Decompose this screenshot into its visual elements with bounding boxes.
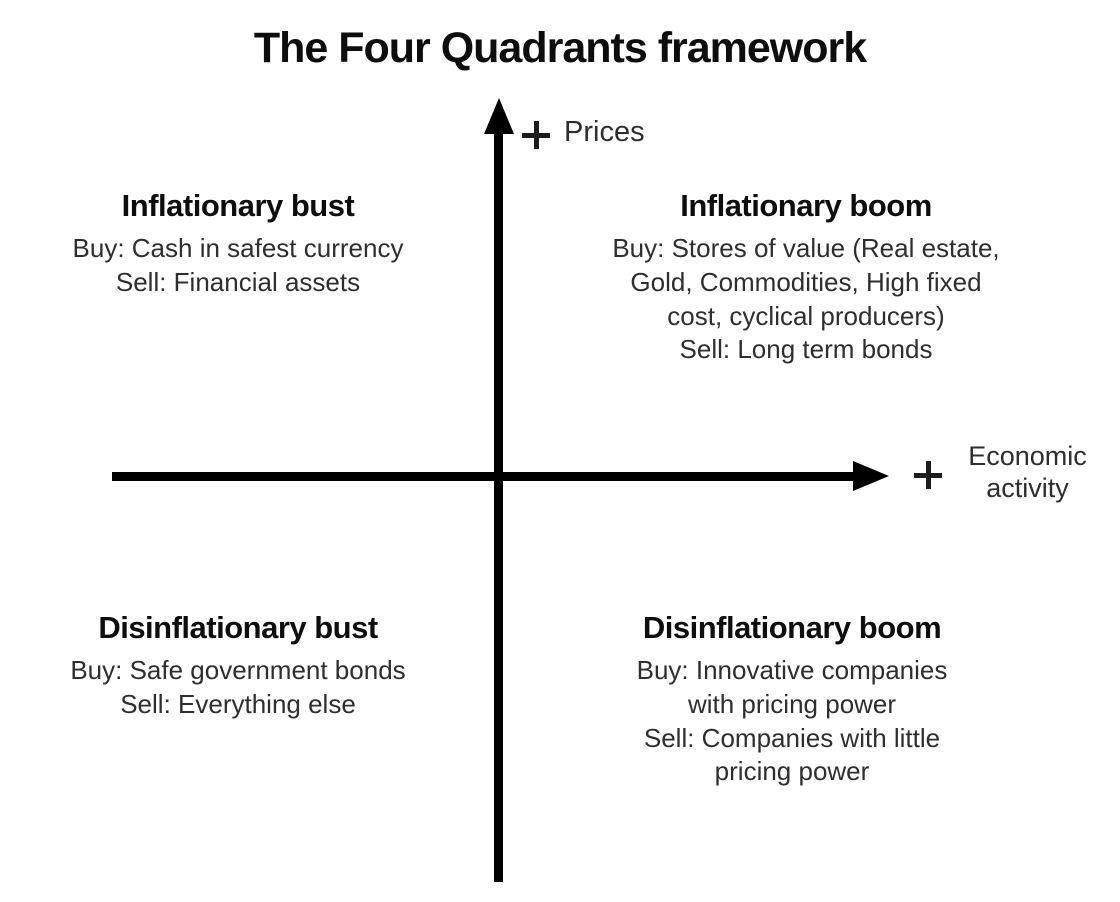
diagram-title: The Four Quadrants framework <box>253 24 867 72</box>
x-axis-line <box>112 472 858 481</box>
quadrant-heading: Disinflationary bust <box>98 610 378 645</box>
quadrant-heading: Disinflationary boom <box>642 610 942 645</box>
quadrant-inflationary-boom: Inflationary boom Buy: Stores of value (… <box>586 188 1026 367</box>
x-axis-label: Economic activity <box>968 441 1087 504</box>
y-axis-line <box>494 126 503 882</box>
quadrant-heading: Inflationary bust <box>121 188 355 223</box>
quadrant-inflationary-bust: Inflationary bust Buy: Cash in safest cu… <box>38 188 438 300</box>
quadrant-body: Buy: Innovative companies with pricing p… <box>636 655 948 787</box>
plus-icon-y-axis <box>522 121 550 149</box>
quadrant-body: Buy: Cash in safest currency Sell: Finan… <box>72 233 404 297</box>
plus-icon-x-axis <box>914 461 942 489</box>
quadrant-heading: Inflationary boom <box>680 188 932 223</box>
quadrant-body: Buy: Stores of value (Real estate, Gold,… <box>612 233 1000 365</box>
arrow-up-icon <box>484 98 514 134</box>
quadrant-body: Buy: Safe government bonds Sell: Everyth… <box>70 655 406 719</box>
quadrant-disinflationary-bust: Disinflationary bust Buy: Safe governmen… <box>38 610 438 722</box>
quadrant-disinflationary-boom: Disinflationary boom Buy: Innovative com… <box>592 610 992 789</box>
y-axis-label: Prices <box>564 116 645 148</box>
arrow-right-icon <box>853 461 889 491</box>
